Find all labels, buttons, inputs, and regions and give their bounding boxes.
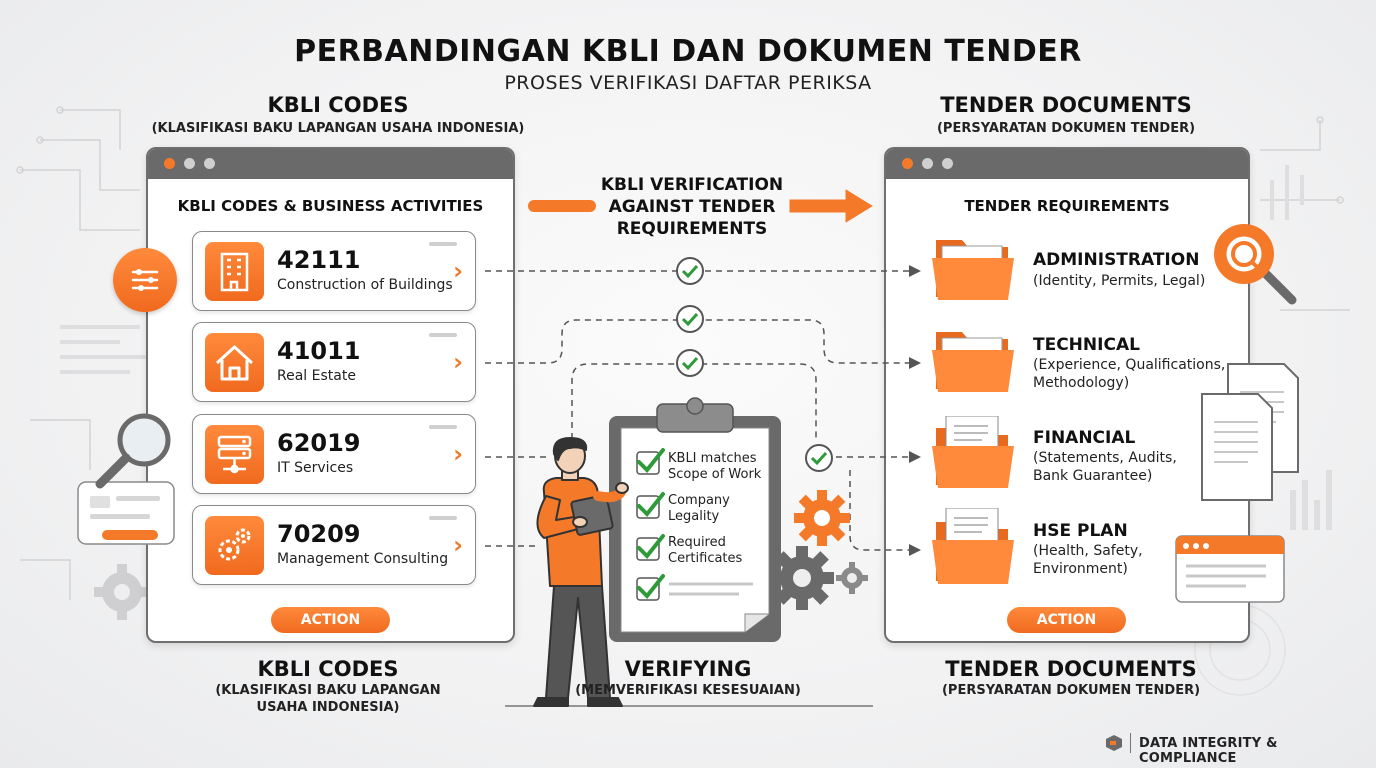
server-icon (205, 425, 264, 484)
tender-action-button[interactable]: ACTION (1007, 607, 1126, 633)
checklist-item-line: KBLI matches (668, 451, 757, 466)
kbli-code: 62019 (277, 429, 361, 457)
page-title: PERBANDINGAN KBLI DAN DOKUMEN TENDER (294, 34, 1082, 69)
card-decor-bar (429, 242, 457, 246)
search-doc-icon (77, 413, 175, 545)
req-title-administration: ADMINISTRATION (1033, 250, 1200, 270)
folder-doc-icon (932, 416, 1014, 488)
building-icon (205, 242, 264, 301)
verifying-title: VERIFYING (624, 657, 752, 681)
documents-icon (1201, 363, 1299, 501)
folder-icon (932, 332, 1014, 392)
filter-icon (113, 248, 177, 312)
brand-logo-icon (1106, 735, 1122, 751)
kbli-name: Real Estate (277, 368, 356, 384)
kbli-action-button[interactable]: ACTION (271, 607, 390, 633)
kbli-code: 42111 (277, 246, 361, 274)
kbli-name: IT Services (277, 460, 354, 476)
req-desc: (Identity, Permits, Legal) (1033, 273, 1206, 289)
kbli-card-42111[interactable]: 42111 Construction of Buildings › (192, 231, 476, 311)
person-illustration (533, 437, 629, 707)
checklist-item-line: Certificates (668, 551, 743, 566)
chevron-right-icon[interactable]: › (453, 348, 463, 376)
kbli-code: 41011 (277, 337, 361, 365)
footer-brand-text: DATA INTEGRITY & COMPLIANCE (1139, 736, 1278, 766)
checklist-item: Company Legality (668, 493, 730, 525)
verification-label-line: AGAINST TENDER (608, 197, 776, 217)
kbli-name: Management Consulting (277, 551, 449, 567)
verifying-subtitle: (MEMVERIFIKASI KESESUAIAN) (575, 683, 801, 698)
kbli-section-title: KBLI CODES (267, 93, 409, 117)
kbli-bottom-subtitle: (KLASIFIKASI BAKU LAPANGAN (215, 683, 441, 698)
chevron-right-icon[interactable]: › (453, 440, 463, 468)
clipboard-icon (609, 397, 781, 642)
browser-window-icon (1175, 535, 1285, 603)
req-desc: Methodology) (1033, 375, 1130, 391)
gears-icon (205, 516, 264, 575)
check-icon (805, 444, 833, 472)
folder-doc-icon (932, 508, 1014, 584)
checklist-item: Required Certificates (668, 535, 742, 567)
kbli-bottom-subtitle: USAHA INDONESIA) (256, 700, 400, 715)
tender-bottom-title: TENDER DOCUMENTS (945, 657, 1197, 681)
checklist-item-line: Company (668, 493, 730, 508)
checklist-item-line: Legality (668, 509, 720, 524)
kbli-card-41011[interactable]: 41011 Real Estate › (192, 322, 476, 402)
kbli-name: Construction of Buildings (277, 277, 453, 293)
card-decor-bar (429, 425, 457, 429)
verification-label: KBLI VERIFICATION AGAINST TENDER REQUIRE… (592, 174, 792, 240)
req-desc: (Experience, Qualifications, (1033, 357, 1226, 373)
req-title-technical: TECHNICAL (1033, 335, 1140, 355)
kbli-code: 70209 (277, 520, 361, 548)
window-dot-maximize[interactable] (204, 158, 215, 169)
verification-label-line: REQUIREMENTS (616, 219, 768, 239)
kbli-bottom-title: KBLI CODES (257, 657, 399, 681)
house-icon (205, 333, 264, 392)
checklist-item-line: Required (668, 535, 726, 550)
req-desc: (Statements, Audits, (1033, 450, 1177, 466)
gears-icon (772, 490, 868, 610)
kbli-card-70209[interactable]: 70209 Management Consulting › (192, 505, 476, 585)
req-desc: Bank Guarantee) (1033, 468, 1153, 484)
tender-bottom-subtitle: (PERSYARATAN DOKUMEN TENDER) (941, 683, 1201, 698)
tender-panel-heading: TENDER REQUIREMENTS (964, 197, 1170, 215)
check-icon (676, 257, 704, 285)
req-desc: (Health, Safety, (1033, 543, 1143, 559)
kbli-card-62019[interactable]: 62019 IT Services › (192, 414, 476, 494)
page-subtitle: PROSES VERIFIKASI DAFTAR PERIKSA (504, 72, 872, 94)
folder-icon (932, 240, 1014, 300)
window-dot-maximize[interactable] (942, 158, 953, 169)
card-decor-bar (429, 333, 457, 337)
req-title-hse-plan: HSE PLAN (1033, 521, 1128, 541)
window-dot-minimize[interactable] (922, 158, 933, 169)
tender-section-title: TENDER DOCUMENTS (940, 93, 1192, 117)
window-titlebar (886, 149, 1248, 179)
chevron-right-icon[interactable]: › (453, 531, 463, 559)
tender-section-subtitle: (PERSYARATAN DOKUMEN TENDER) (936, 121, 1196, 136)
check-icon (676, 305, 704, 333)
card-decor-bar (429, 516, 457, 520)
footer-divider (1130, 733, 1131, 753)
checklist-item: KBLI matches Scope of Work (668, 451, 761, 483)
req-title-financial: FINANCIAL (1033, 428, 1136, 448)
kbli-section-subtitle: (KLASIFIKASI BAKU LAPANGAN USAHA INDONES… (151, 121, 525, 136)
req-desc: Environment) (1033, 561, 1128, 577)
checklist-item-line: Scope of Work (668, 467, 762, 482)
kbli-panel-heading: KBLI CODES & BUSINESS ACTIVITIES (177, 197, 484, 215)
window-titlebar (148, 149, 513, 179)
search-icon (1214, 224, 1297, 305)
check-icon (676, 349, 704, 377)
window-dot-close[interactable] (902, 158, 913, 169)
window-dot-close[interactable] (164, 158, 175, 169)
window-dot-minimize[interactable] (184, 158, 195, 169)
verification-label-line: KBLI VERIFICATION (600, 175, 784, 195)
chevron-right-icon[interactable]: › (453, 257, 463, 285)
